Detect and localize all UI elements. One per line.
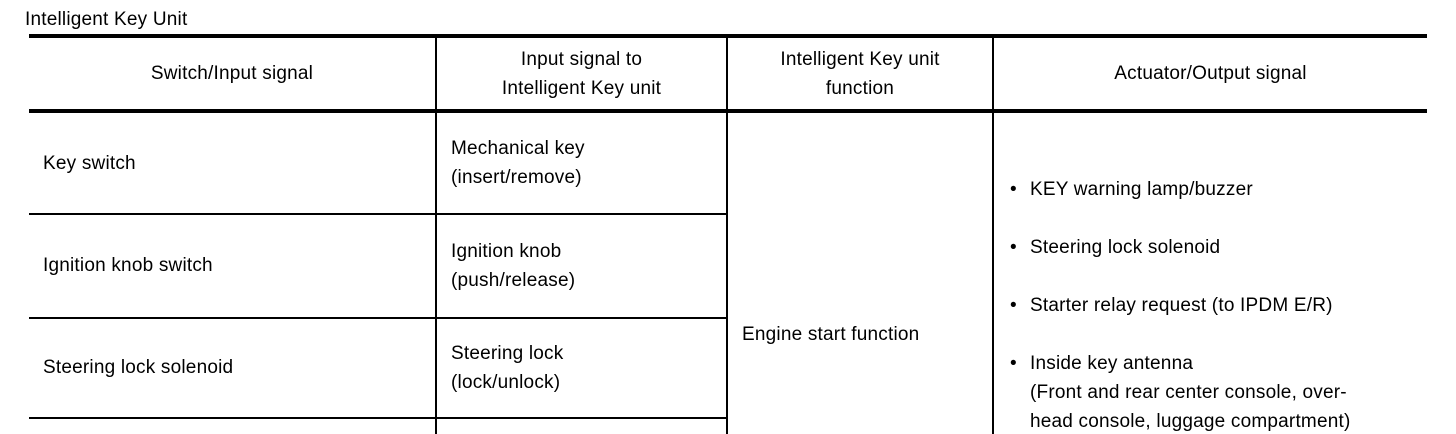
cell-switch-inside-key-antenna: Inside key antenna (Front and rear cente… <box>29 418 436 434</box>
list-item: • Starter relay request (to IPDM E/R) <box>1008 291 1421 320</box>
cell-input-ignition-knob: Ignition knob (push/release) <box>435 214 727 319</box>
list-item-label: KEY warning lamp/buzzer <box>1030 179 1253 200</box>
table-row: Inside key antenna (Front and rear cente… <box>29 418 1427 434</box>
list-item: • Inside key antenna (Front and rear cent… <box>1008 349 1421 434</box>
intelligent-key-unit-table: Switch/Input signal Input signal to Inte… <box>29 34 1427 434</box>
bullet-icon: • <box>1010 179 1017 200</box>
cell-input-intelligent-key: Intelligent key (inside antenna detectio… <box>435 418 727 434</box>
column-header-key-unit-function: Intelligent Key unit function <box>726 36 993 113</box>
list-item: • KEY warning lamp/buzzer <box>1008 175 1421 204</box>
bullet-icon: • <box>1010 353 1017 374</box>
cell-input-mechanical-key: Mechanical key (insert/remove) <box>435 111 727 216</box>
list-item-label: Inside key antenna (Front and rear cente… <box>1030 353 1351 432</box>
cell-actuator-output: • KEY warning lamp/buzzer • Steering lock … <box>992 111 1427 434</box>
list-item-label: Starter relay request (to IPDM E/R) <box>1030 295 1333 316</box>
column-header-input-signal-to-key-unit: Input signal to Intelligent Key unit <box>435 36 727 113</box>
cell-switch-ignition-knob: Ignition knob switch <box>29 214 436 319</box>
list-item: • Steering lock solenoid <box>1008 233 1421 262</box>
page-title: Intelligent Key Unit <box>25 9 188 30</box>
table-row: Ignition knob switch Ignition knob (push… <box>29 214 1427 319</box>
cell-switch-steering-lock: Steering lock solenoid <box>29 317 436 420</box>
cell-input-steering-lock: Steering lock (lock/unlock) <box>435 317 727 420</box>
column-header-switch-input-signal: Switch/Input signal <box>29 36 436 113</box>
bullet-icon: • <box>1010 237 1017 258</box>
table-row: Steering lock solenoid Steering lock (lo… <box>29 317 1427 420</box>
cell-switch-key-switch: Key switch <box>29 111 436 216</box>
cell-key-unit-function: Engine start function <box>726 111 993 434</box>
bullet-icon: • <box>1010 295 1017 316</box>
actuator-output-list: • KEY warning lamp/buzzer • Steering lock … <box>1008 146 1421 434</box>
column-header-actuator-output-signal: Actuator/Output signal <box>992 36 1427 113</box>
list-item-label: Steering lock solenoid <box>1030 237 1221 258</box>
header-row: Switch/Input signal Input signal to Inte… <box>29 36 1427 113</box>
table-row: Key switch Mechanical key (insert/remove… <box>29 111 1427 434</box>
